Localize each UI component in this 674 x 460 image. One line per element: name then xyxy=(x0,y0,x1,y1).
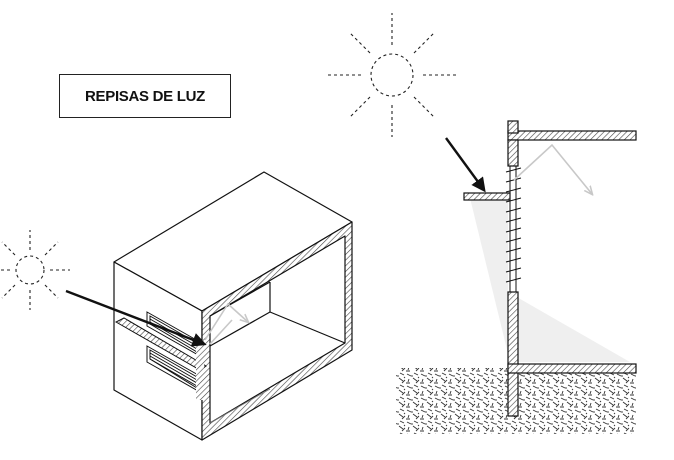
section-light-ray xyxy=(513,143,592,194)
sun-icon xyxy=(0,230,70,310)
isometric-room xyxy=(113,171,353,441)
sun-icon xyxy=(326,13,458,137)
room-light-ray xyxy=(204,302,248,345)
section-louvres xyxy=(505,166,522,292)
room-window xyxy=(114,311,207,400)
section-walls xyxy=(463,120,637,417)
title-box: REPISAS DE LUZ xyxy=(59,74,231,118)
sunlight-arrow xyxy=(445,137,486,193)
sunlight-arrow xyxy=(65,289,207,347)
diagram-title: REPISAS DE LUZ xyxy=(85,87,205,105)
light-area xyxy=(470,198,630,362)
